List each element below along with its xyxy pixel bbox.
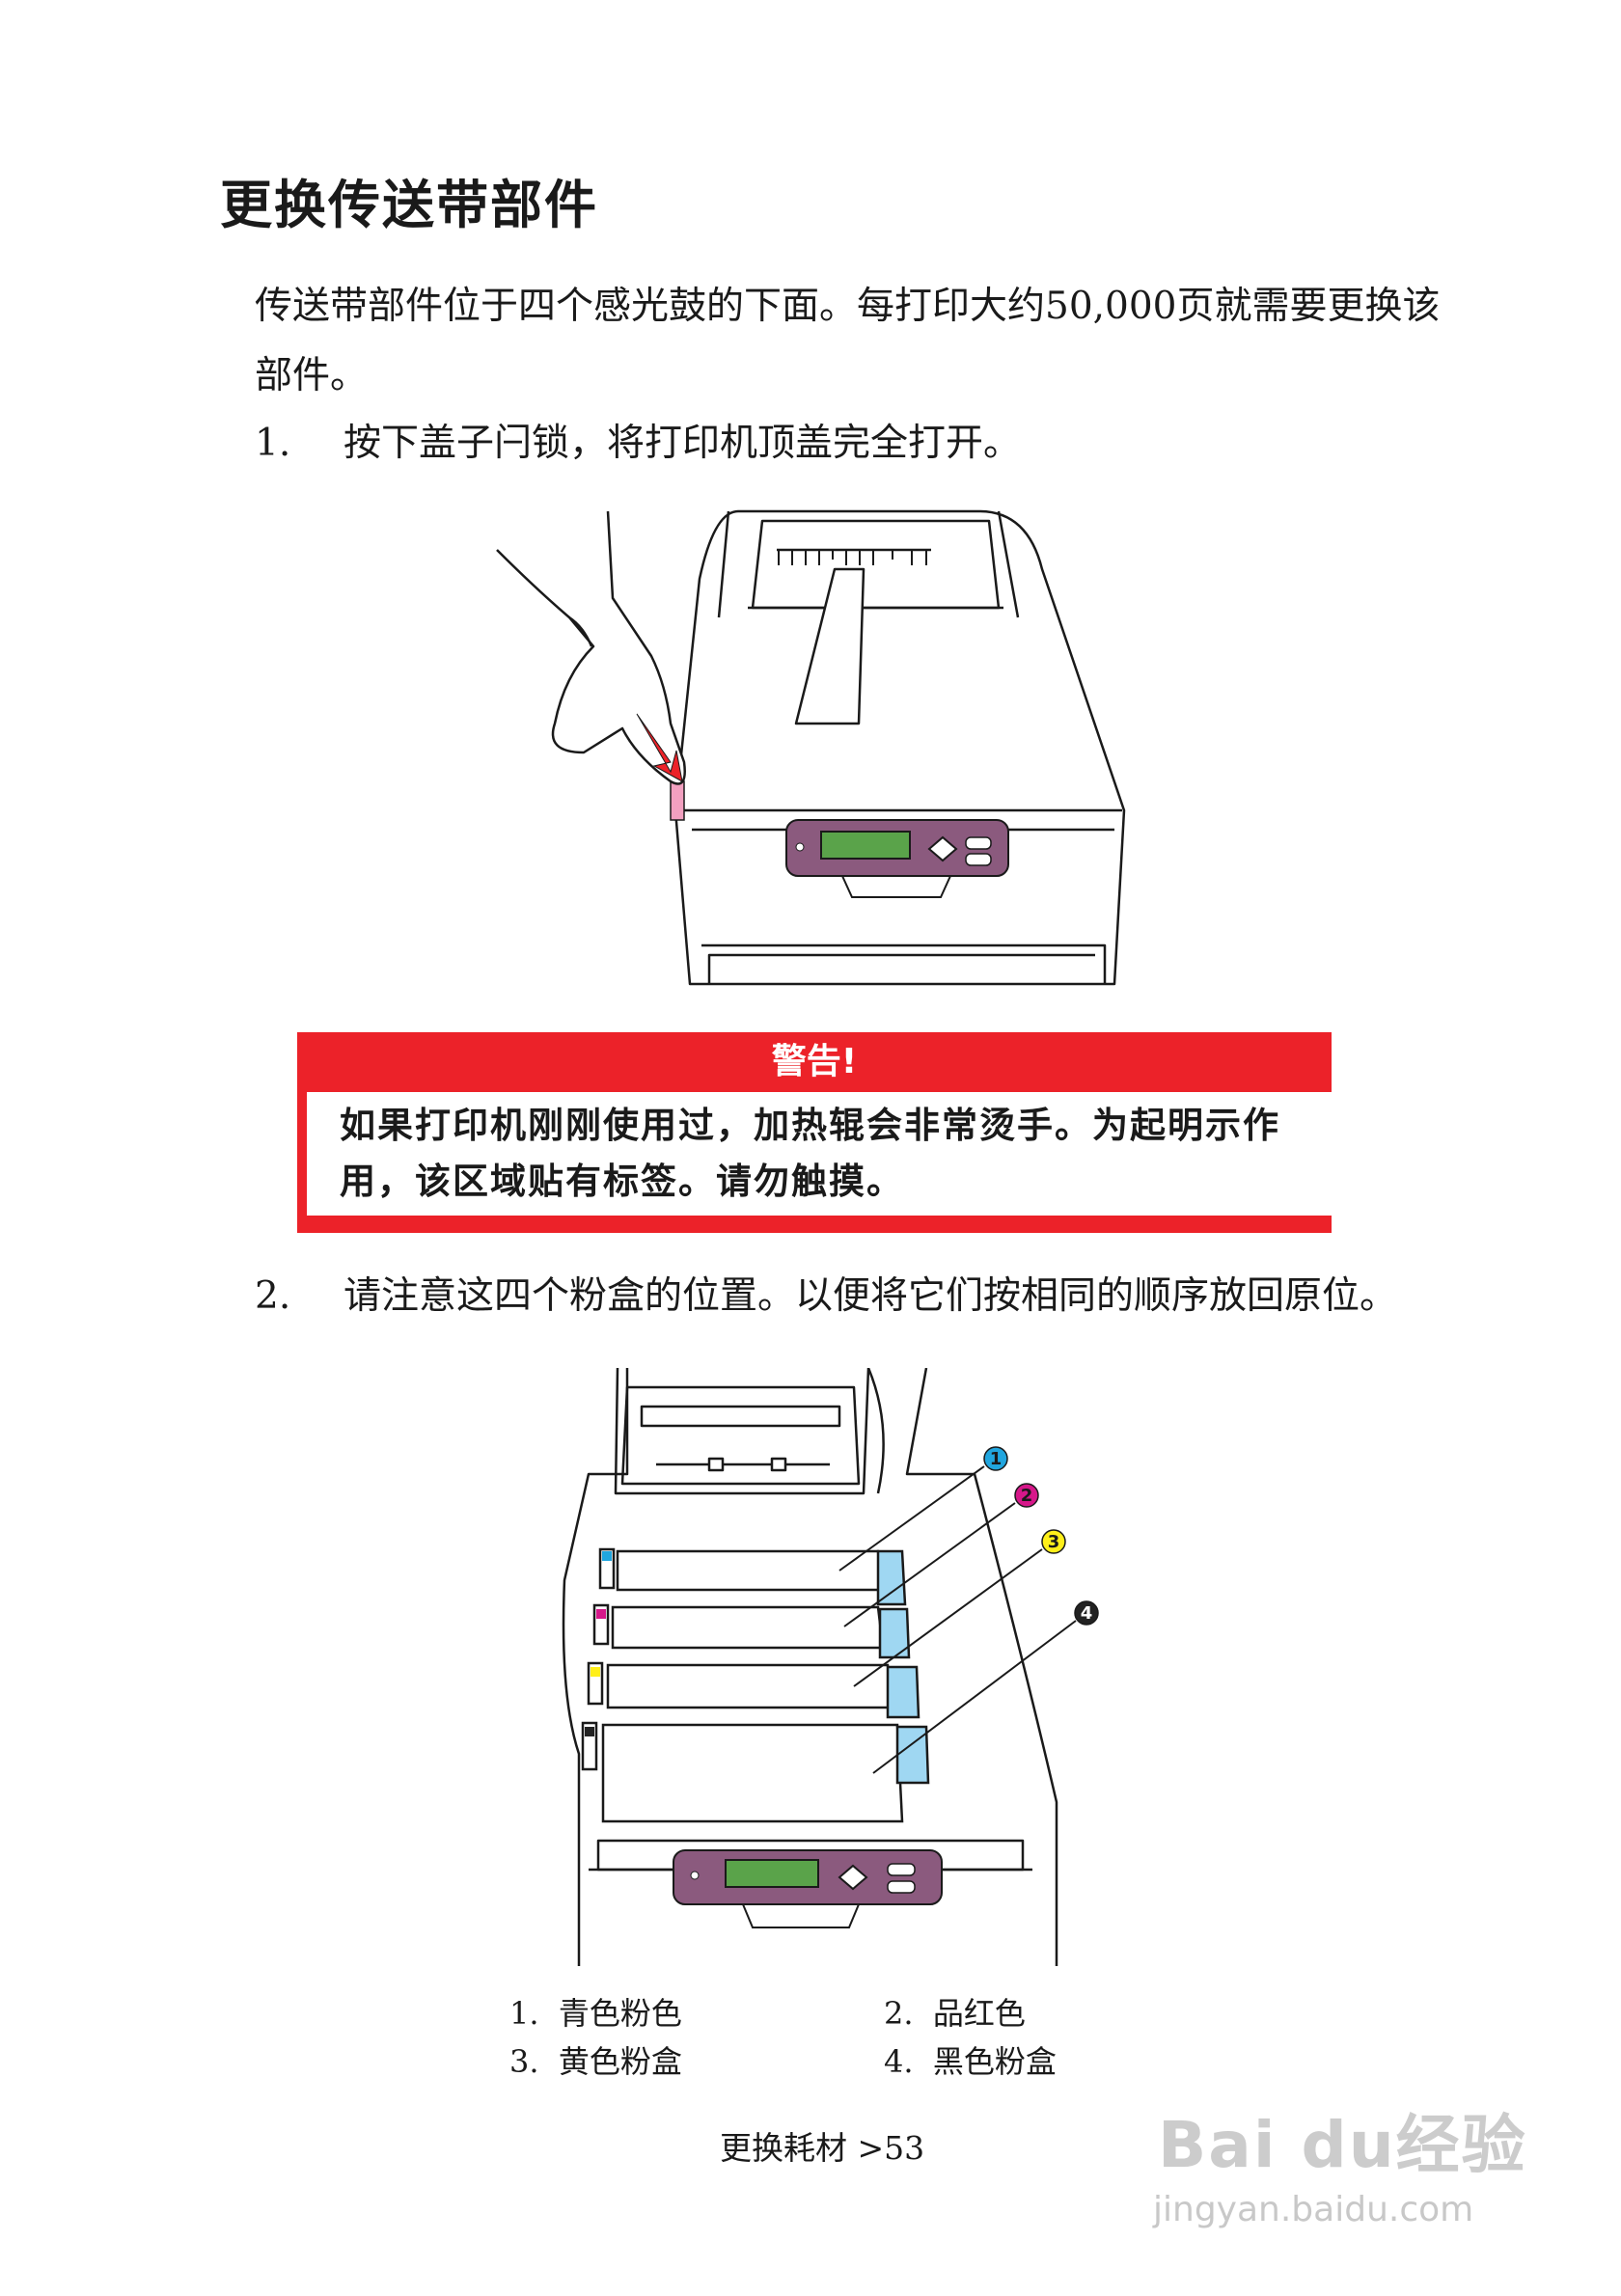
press-arrow-icon (636, 713, 683, 782)
legend-item-4: 4. 黑色粉盒 (884, 2037, 1057, 2082)
callout-1-label: 1 (990, 1449, 1003, 1469)
toner-cartridge-cyan (598, 1547, 907, 1606)
step-1: 1. 按下盖子闩锁，将打印机顶盖完全打开。 (255, 413, 1021, 467)
legend-num-1: 1. (509, 1995, 539, 2032)
step-2: 2. 请注意这四个粉盒的位置。以便将它们按相同的顺序放回原位。 (255, 1266, 1397, 1320)
step-2-number: 2. (255, 1274, 291, 1318)
warning-box: 警告! 如果打印机刚刚使用过，加热辊会非常烫手。为起明示作用，该区域贴有标签。请… (297, 1032, 1343, 1233)
legend-text-4: 黑色粉盒 (932, 2043, 1057, 2080)
legend-num-2: 2. (884, 1995, 914, 2032)
callout-3-label: 3 (1048, 1532, 1060, 1552)
control-panel-2 (673, 1849, 943, 1928)
step-2-text: 请注意这四个粉盒的位置。以便将它们按相同的顺序放回原位。 (343, 1274, 1398, 1318)
legend-text-3: 黄色粉盒 (558, 2043, 682, 2080)
legend-text-2: 品红色 (932, 1995, 1026, 2032)
callout-1: 1 (983, 1446, 1008, 1471)
warning-body: 如果打印机刚刚使用过，加热辊会非常烫手。为起明示作用，该区域贴有标签。请勿触摸。 (307, 1092, 1343, 1216)
page-title: 更换传送带部件 (220, 175, 598, 235)
step-1-number: 1. (255, 422, 291, 465)
toner-cartridge-yellow (587, 1661, 920, 1719)
watermark-brand: Bai du经验 (1158, 2108, 1527, 2182)
toner-cartridge-black (581, 1721, 930, 1823)
callout-4-label: 4 (1081, 1603, 1093, 1624)
control-panel (785, 819, 1009, 898)
watermark-url: jingyan.baidu.com (1153, 2190, 1474, 2229)
printer-toner-layout-illustration: 1 2 3 4 (562, 1368, 1099, 1966)
callout-2: 2 (1014, 1483, 1039, 1508)
callout-2-label: 2 (1021, 1486, 1033, 1506)
printer-open-latch-illustration (496, 509, 1126, 986)
intro-paragraph: 传送带部件位于四个感光鼓的下面。每打印大约50,000页就需要更换该部件。 (255, 285, 1441, 397)
cover-latch (670, 780, 685, 821)
legend-num-4: 4. (884, 2043, 914, 2080)
legend-num-3: 3. (509, 2043, 539, 2080)
page-footer: 更换耗材 >53 (720, 2129, 925, 2167)
callout-4: 4 (1074, 1600, 1099, 1626)
step-1-text: 按下盖子闩锁，将打印机顶盖完全打开。 (343, 422, 1022, 465)
warning-heading: 警告! (771, 1042, 858, 1081)
callout-3: 3 (1041, 1529, 1066, 1554)
legend-text-1: 青色粉色 (558, 1995, 682, 2032)
legend-item-1: 1. 青色粉色 (509, 1989, 682, 2034)
legend-item-2: 2. 品红色 (884, 1989, 1026, 2034)
legend-item-3: 3. 黄色粉盒 (509, 2037, 682, 2082)
toner-cartridge-magenta (592, 1603, 911, 1659)
